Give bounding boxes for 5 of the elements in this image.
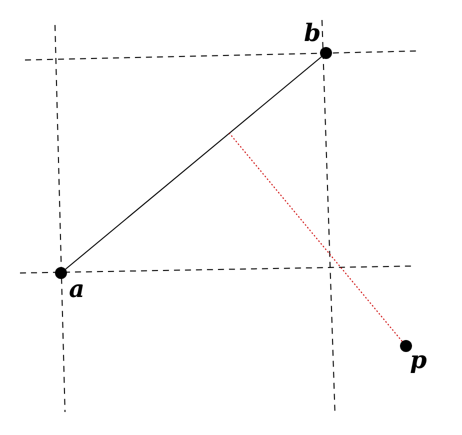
point-label: p	[410, 348, 427, 372]
point-label: b	[304, 21, 321, 45]
line-segment	[228, 132, 403, 342]
point-label: a	[69, 277, 85, 301]
line-segment	[65, 56, 322, 270]
